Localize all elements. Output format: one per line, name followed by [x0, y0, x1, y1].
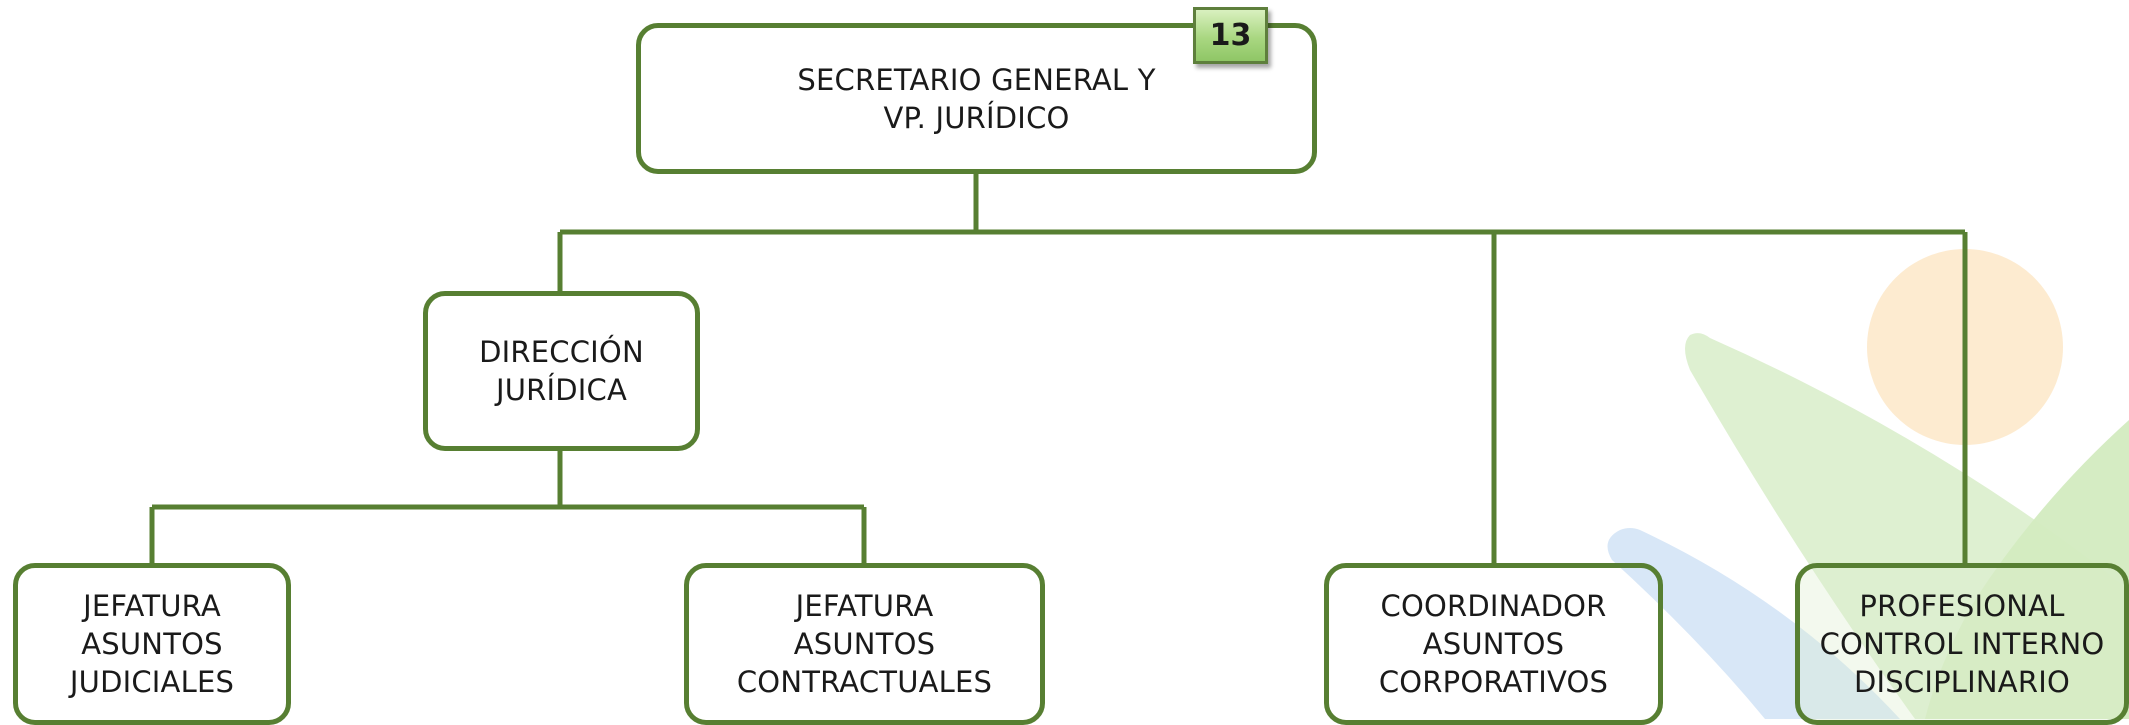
node-label-line: ASUNTOS	[81, 627, 223, 661]
watermark-green-leaf-right	[1925, 420, 2129, 719]
node-label-line: COORDINADOR	[1380, 589, 1607, 623]
page-number-badge: 13	[1193, 7, 1268, 64]
node-label-line: PROFESIONAL	[1859, 589, 2065, 623]
watermark-blue-leaf	[1607, 528, 1900, 719]
page-number: 13	[1209, 18, 1252, 53]
node-label-line: DIRECCIÓN	[479, 335, 644, 369]
node-label-line: VP. JURÍDICO	[883, 100, 1070, 135]
node-label-line: CORPORATIVOS	[1378, 665, 1609, 699]
node-jefatura-asuntos-contractuales: JEFATURA ASUNTOS CONTRACTUALES	[684, 563, 1045, 725]
node-jefatura-asuntos-judiciales: JEFATURA ASUNTOS JUDICIALES	[13, 563, 291, 725]
node-profesional-control-interno: PROFESIONAL CONTROL INTERNO DISCIPLINARI…	[1795, 563, 2129, 725]
node-label-line: CONTROL INTERNO	[1819, 627, 2105, 661]
node-direccion-juridica: DIRECCIÓN JURÍDICA	[423, 291, 700, 451]
node-label-line: SECRETARIO GENERAL Y	[797, 62, 1156, 97]
node-label-line: JEFATURA	[795, 589, 934, 623]
node-label-line: ASUNTOS	[1422, 627, 1565, 661]
node-label-line: CONTRACTUALES	[736, 665, 993, 699]
node-label-line: DISCIPLINARIO	[1854, 665, 2070, 699]
node-label-line: JURÍDICA	[495, 373, 628, 407]
node-secretario-general: SECRETARIO GENERAL Y VP. JURÍDICO	[636, 23, 1317, 174]
node-label-line: JUDICIALES	[69, 665, 235, 699]
node-label-line: ASUNTOS	[793, 627, 936, 661]
node-coordinador-asuntos-corporativos: COORDINADOR ASUNTOS CORPORATIVOS	[1324, 563, 1663, 725]
node-label-line: JEFATURA	[83, 589, 221, 623]
